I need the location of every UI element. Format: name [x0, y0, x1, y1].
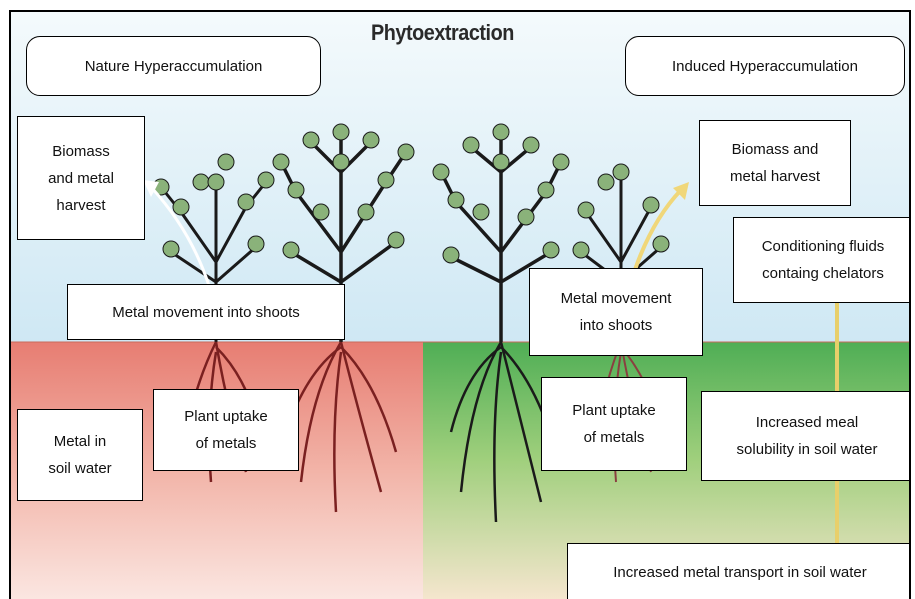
- right-plant-uptake-label: Plant uptake of metals: [541, 377, 687, 471]
- left-plant-uptake-label: Plant uptake of metals: [153, 389, 299, 471]
- right-metal-movement-label: Metal movement into shoots: [529, 268, 703, 356]
- left-metal-movement-label: Metal movement into shoots: [67, 284, 345, 340]
- diagram-frame: Phytoextraction Nature Hyperaccumulation…: [9, 10, 911, 599]
- diagram-title: Phytoextraction: [371, 20, 514, 46]
- left-metal-soil-label: Metal in soil water: [17, 409, 143, 501]
- right-increased-solubility-label: Increased meal solubility in soil water: [701, 391, 911, 481]
- left-biomass-label: Biomass and metal harvest: [17, 116, 145, 240]
- right-increased-transport-label: Increased metal transport in soil water: [567, 543, 911, 599]
- right-heading: Induced Hyperaccumulation: [625, 36, 905, 96]
- right-biomass-label: Biomass and metal harvest: [699, 120, 851, 206]
- right-conditioning-label: Conditioning fluids containg chelators: [733, 217, 911, 303]
- left-heading: Nature Hyperaccumulation: [26, 36, 321, 96]
